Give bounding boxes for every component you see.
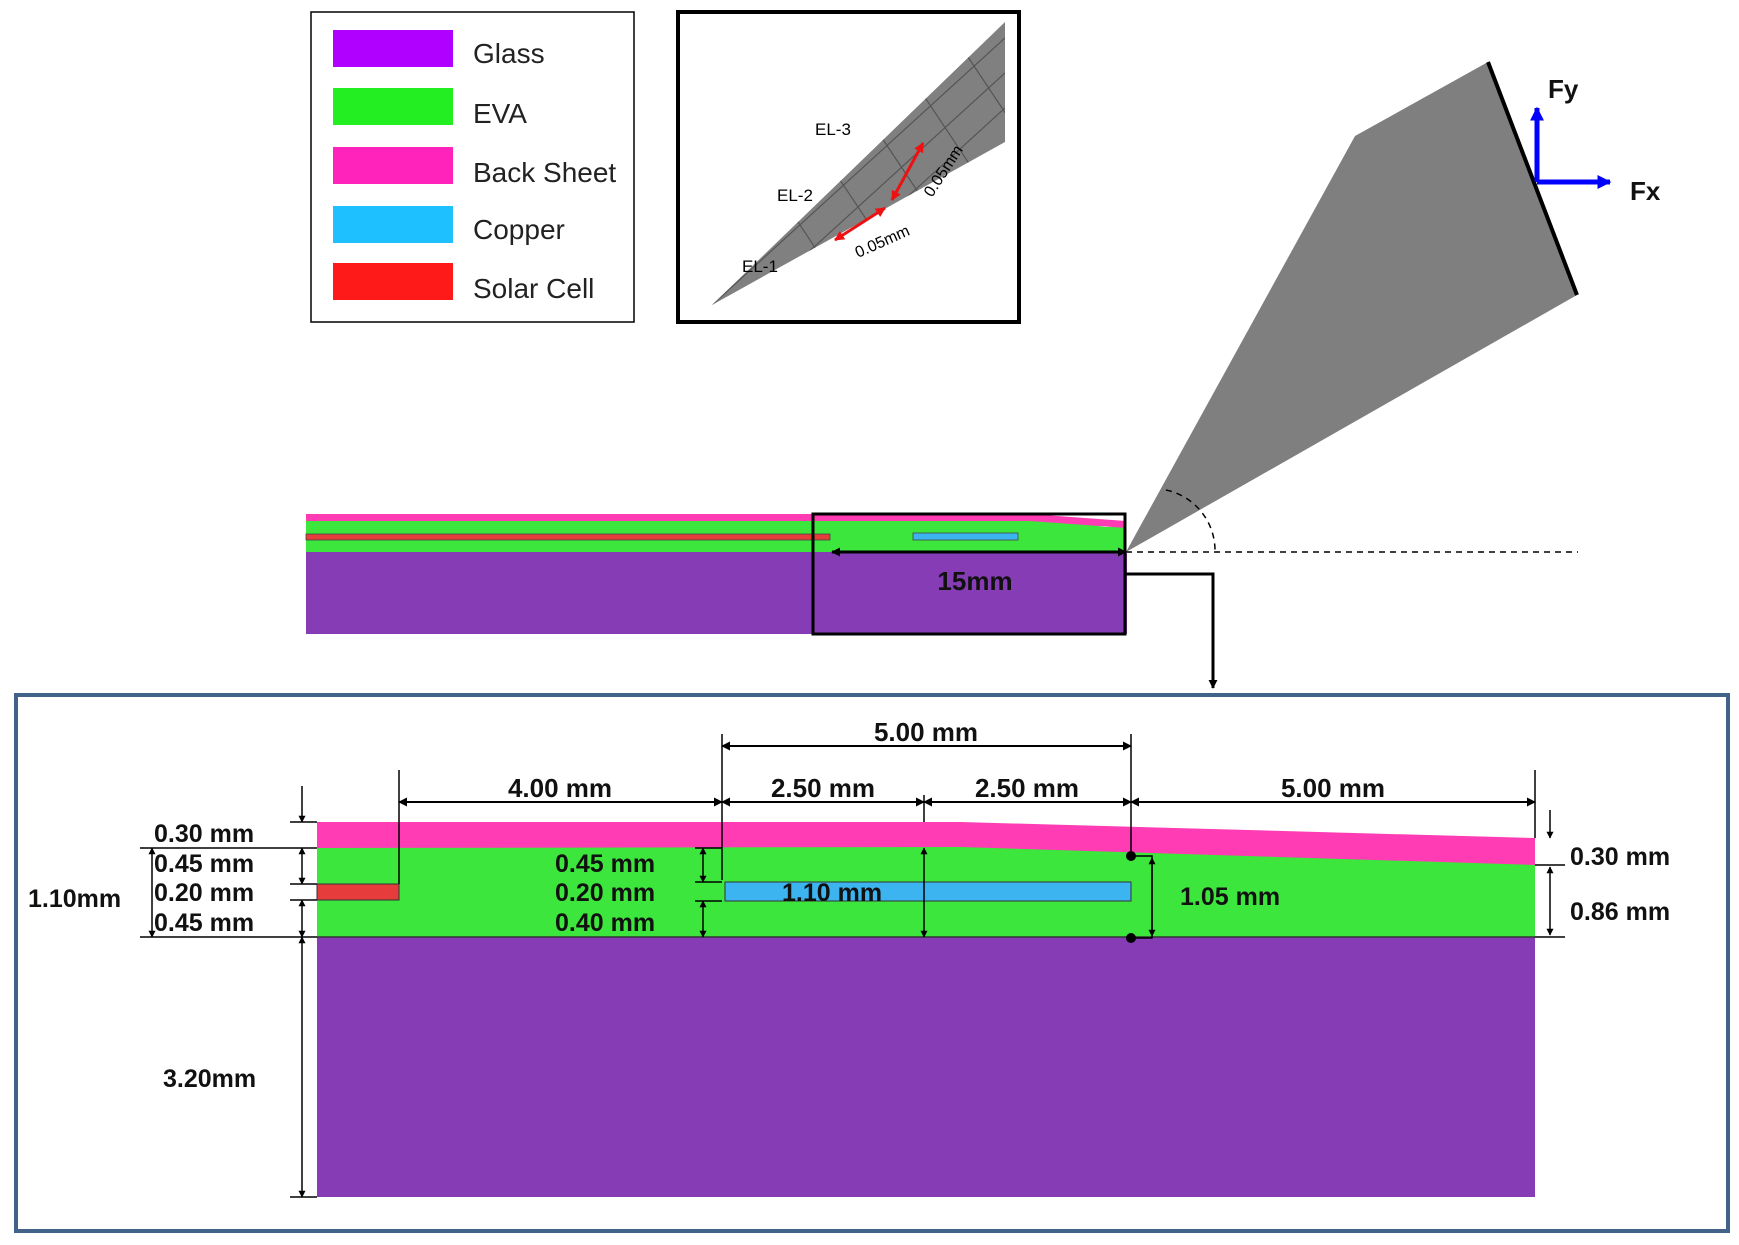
legend-swatch-copper <box>333 206 453 243</box>
detail-solar-cell <box>316 883 400 901</box>
dim-right-backsheet-label: 0.30 mm <box>1570 843 1670 871</box>
dim-right-span-label: 5.00 mm <box>1281 773 1385 803</box>
detail-glass-layer <box>317 937 1535 1197</box>
legend-label-glass: Glass <box>473 38 545 69</box>
dim-left-eva-top-label: 0.45 mm <box>154 850 254 878</box>
legend-swatch-glass <box>333 30 453 67</box>
mesh-size-arrow-2 <box>890 142 925 201</box>
legend-swatch-eva <box>333 88 453 125</box>
peel-arm-grip-edge <box>1486 61 1579 296</box>
dim-edge-label: 1.05 mm <box>1180 883 1280 911</box>
dim-center-eva-top-label: 0.45 mm <box>555 850 655 878</box>
specimen-backsheet <box>306 514 1126 528</box>
dim-copper-left-label: 2.50 mm <box>771 773 875 803</box>
cross-section-detail: 5.00 mm 4.00 mm 2.50 mm 2.50 mm 5.00 mm … <box>14 693 1730 1233</box>
dim-center-total-label: 1.10 mm <box>782 879 882 907</box>
dim-copper-right-label: 2.50 mm <box>975 773 1079 803</box>
dim-left-total-label: 1.10mm <box>28 885 121 913</box>
force-y-label: Fy <box>1548 74 1579 104</box>
legend-label-solar-cell: Solar Cell <box>473 273 594 304</box>
element-label-el3: EL-3 <box>815 120 851 139</box>
force-x-label: Fx <box>1630 176 1661 206</box>
zoom-connector-arrow <box>1125 572 1218 689</box>
legend-label-copper: Copper <box>473 214 565 245</box>
dim-left-glass-label: 3.20mm <box>163 1065 256 1093</box>
dim-left-backsheet-label: 0.30 mm <box>154 820 254 848</box>
mesh-region <box>712 22 1005 305</box>
detail-backsheet-layer <box>317 822 1535 865</box>
dim-left-eva-bottom-label: 0.45 mm <box>154 909 254 937</box>
dim-left-cell-label: 0.20 mm <box>154 879 254 907</box>
dim-total-top-label: 5.00 mm <box>874 717 978 747</box>
peel-arm <box>1126 62 1577 552</box>
specimen-solar-cell <box>305 533 831 541</box>
edge-point-bottom <box>1126 933 1136 943</box>
specimen-copper <box>912 532 1019 541</box>
width-dimension-label: 15mm <box>937 566 1012 596</box>
detail-copper-ribbon <box>724 881 1132 902</box>
element-label-el2: EL-2 <box>777 186 813 205</box>
legend-swatch-backsheet <box>333 147 453 184</box>
mesh-inset: EL-3 EL-2 EL-1 0.05mm 0.05mm <box>676 10 1021 324</box>
legend-label-backsheet: Back Sheet <box>473 157 616 188</box>
legend-swatch-solar-cell <box>333 263 453 300</box>
edge-point-top <box>1126 851 1136 861</box>
element-label-el1: EL-1 <box>742 257 778 276</box>
specimen-glass <box>306 552 1127 634</box>
dim-center-copper-label: 0.20 mm <box>555 879 655 907</box>
mesh-size-arrow-1 <box>834 206 886 242</box>
dim-cell-gap-label: 4.00 mm <box>508 773 612 803</box>
dim-center-eva-bottom-label: 0.40 mm <box>555 909 655 937</box>
dim-right-eva-label: 0.86 mm <box>1570 898 1670 926</box>
legend: Glass EVA Back Sheet Copper Solar Cell <box>310 11 635 323</box>
peel-setup: Fy Fx 15mm <box>305 61 1661 689</box>
legend-label-eva: EVA <box>473 98 527 129</box>
